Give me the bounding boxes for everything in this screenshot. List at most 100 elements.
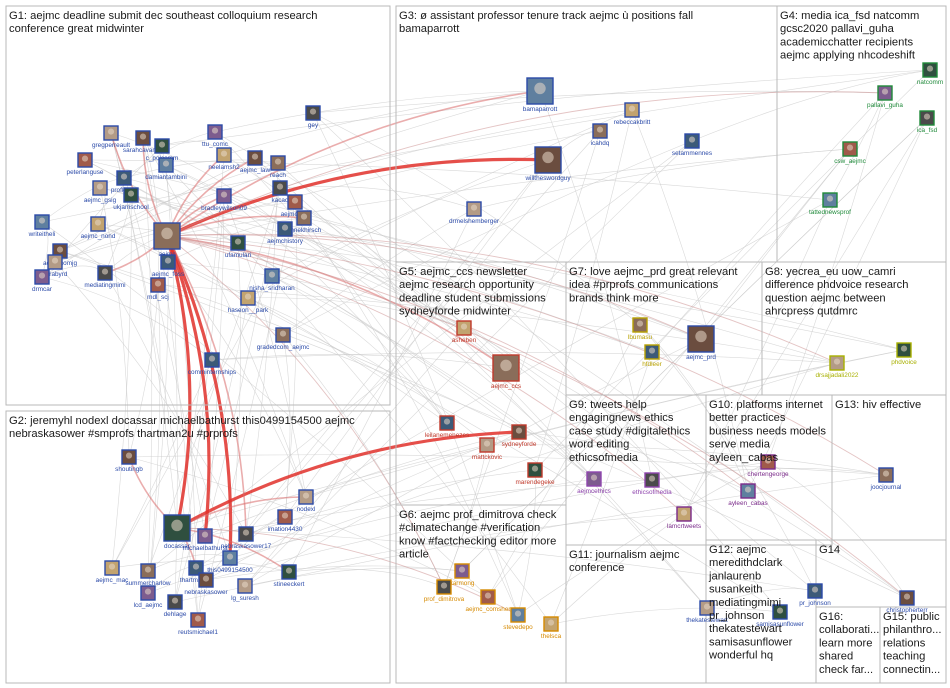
node-thekatestewart[interactable]: thekatestewart: [686, 600, 728, 624]
node-csw_aejmc[interactable]: csw_aejmc: [834, 141, 867, 165]
node-karmong[interactable]: karmong: [450, 563, 475, 587]
node-tattednewsprof[interactable]: tattednewsprof: [809, 192, 851, 216]
node-peterlanguse[interactable]: peterlanguse: [67, 152, 104, 176]
node-aejmcethics[interactable]: aejmcethics: [577, 471, 611, 495]
node-hfdleer[interactable]: hfdleer: [642, 344, 663, 368]
node-bamaparrott[interactable]: bamaparrott: [523, 77, 558, 113]
node-sarahcavanah[interactable]: sarahcavanah: [123, 130, 164, 154]
background-link: [128, 284, 159, 458]
node-setammennes[interactable]: setammennes: [672, 133, 712, 157]
node-chertengeorge[interactable]: chertengeorge: [747, 454, 789, 478]
node-writeitheli[interactable]: writeitheli: [28, 214, 56, 238]
node-ufamulari[interactable]: ufamulari: [225, 235, 251, 259]
node-aejmc_nond[interactable]: aejmc_nond: [81, 216, 116, 240]
node-haseon__park[interactable]: haseon__park: [228, 290, 269, 314]
node-dehlage[interactable]: dehlage: [164, 594, 187, 618]
node-drmelshemberger[interactable]: drmelshemberger: [449, 201, 500, 225]
node-drmcar[interactable]: drmcar: [32, 269, 53, 293]
node-reach[interactable]: reach: [270, 155, 286, 179]
node-docassar[interactable]: docassar: [163, 514, 191, 550]
group-box-g1: [5, 5, 391, 406]
node-annekhirsch[interactable]: annekhirsch: [287, 210, 322, 234]
node-avatar-face: [302, 492, 310, 499]
node-aejmcctec[interactable]: aejmcctec: [281, 194, 311, 218]
node-thelsca[interactable]: thelsca: [541, 616, 562, 640]
node-asheben[interactable]: asheben: [452, 320, 477, 344]
node-lcd_aejmc[interactable]: lcd_aejmc: [134, 585, 164, 609]
node-pr_johnson[interactable]: pr_johnson: [799, 583, 831, 607]
node-willtheswordguy[interactable]: willtheswordguy: [524, 146, 571, 182]
node-kacad[interactable]: kacad: [271, 180, 289, 204]
node-aejmc_comsher[interactable]: aejmc_comsher: [465, 589, 511, 613]
node-marendegeke[interactable]: marendegeke: [515, 462, 555, 486]
node-sydneyforde[interactable]: sydneyforde: [502, 424, 537, 448]
node-this0499154500[interactable]: this0499154500: [207, 550, 253, 574]
node-gey[interactable]: gey: [305, 105, 321, 129]
node-gregperreault[interactable]: gregperreault: [92, 125, 130, 149]
background-link: [223, 195, 448, 424]
node-mediatingmimi[interactable]: mediatingmimi: [84, 265, 126, 289]
node-shoutingb[interactable]: shoutingb: [115, 449, 143, 473]
node-aejmc_foss[interactable]: aejmc_foss: [152, 254, 184, 278]
node-gradedcom_aejmc[interactable]: gradedcom_aejmc: [257, 327, 310, 351]
node-aejmc_ccs[interactable]: aejmc_ccs: [491, 354, 521, 390]
node-aejmc_prd[interactable]: aejmc_prd: [686, 325, 716, 361]
node-label: lamcrtweets: [667, 523, 701, 530]
node-nebraskasower[interactable]: nebraskasower: [184, 572, 229, 596]
node-label: gey: [308, 122, 319, 129]
node-nodexl[interactable]: nodexl: [297, 489, 316, 513]
node-michaelbathurst[interactable]: michaelbathurst: [182, 528, 228, 552]
node-damiantambini[interactable]: damiantambini: [145, 157, 187, 181]
node-comminternships[interactable]: comminternships: [188, 352, 236, 376]
node-avatar-face: [244, 293, 252, 300]
node-samisasunflower[interactable]: samisasunflower: [756, 604, 805, 628]
node-aejmchistory[interactable]: aejmchistory: [267, 221, 304, 245]
node-reutsmichael1[interactable]: reutsmichael1: [178, 612, 218, 636]
node-ica_fsd[interactable]: ica_fsd: [917, 110, 938, 134]
node-pallavi_guha[interactable]: pallavi_guha: [867, 85, 903, 109]
node-nebraskasower17[interactable]: nebraskasower17: [221, 526, 272, 550]
node-avatar-face: [208, 355, 216, 362]
node-aejmc_law[interactable]: aejmc_law: [240, 150, 271, 174]
node-stevedepo[interactable]: stevedepo: [503, 607, 533, 631]
node-icahdq[interactable]: icahdq: [591, 123, 610, 147]
node-aejmc_mac[interactable]: aejmc_mac: [96, 560, 129, 584]
node-label: christopherterr: [886, 607, 928, 614]
node-nisha_sridharan[interactable]: nisha_sridharan: [249, 268, 295, 292]
node-neelamsh2[interactable]: neelamsh2: [208, 147, 240, 171]
node-joocjournal[interactable]: joocjournal: [870, 467, 902, 491]
node-phdvoice[interactable]: phdvoice: [891, 342, 917, 366]
node-drsajjadali2022[interactable]: drsajjadali2022: [816, 355, 859, 379]
node-mattckovic[interactable]: mattckovic: [472, 437, 503, 461]
node-ethicsofmedia[interactable]: ethicsofmedia: [632, 472, 672, 496]
node-ayleen_cabas[interactable]: ayleen_cabas: [728, 483, 768, 507]
node-natcomm[interactable]: natcomm: [917, 62, 943, 86]
edge-lamcrtweets-aejmc: [166, 235, 685, 515]
node-avatar-face: [144, 588, 152, 595]
node-stineeckert[interactable]: stineeckert: [274, 564, 305, 588]
node-lbumasu[interactable]: lbumasu: [628, 317, 653, 341]
node-ukjamschool[interactable]: ukjamschool: [113, 187, 149, 211]
node-avatar-face: [51, 257, 59, 264]
node-aejmc_gsig[interactable]: aejmc_gsig: [84, 180, 117, 204]
edge-aejmc_ccs-aejmc: [166, 235, 507, 369]
node-lamcrtweets[interactable]: lamcrtweets: [667, 506, 701, 530]
node-avatar-face: [531, 465, 539, 472]
node-prof_dimitrova[interactable]: prof_dimitrova: [424, 579, 465, 603]
background-link: [303, 217, 702, 340]
group-title-g6: G6: aejmc prof_dimitrova check#climatech…: [399, 509, 557, 561]
node-imation4430[interactable]: imation4430: [268, 509, 303, 533]
node-leilanemenezes[interactable]: leilanemenezes: [425, 415, 469, 439]
node-lg_suresh[interactable]: lg_suresh: [231, 578, 259, 602]
node-avatar-face: [291, 197, 299, 204]
node-thartman2u[interactable]: thartman2u: [180, 560, 213, 584]
node-christopherterr[interactable]: christopherterr: [886, 590, 928, 614]
node-avatar-face: [281, 512, 289, 519]
node-mdl_scj[interactable]: mdl_scj: [147, 277, 169, 301]
node-carabyrd[interactable]: carabyrd: [43, 254, 68, 278]
node-bradleywilson09[interactable]: bradleywilson09: [201, 188, 247, 212]
node-summercharlow[interactable]: summercharlow: [125, 563, 171, 587]
node-ttu_comc[interactable]: ttu_comc: [202, 124, 229, 148]
node-rebeccakbritt[interactable]: rebeccakbritt: [614, 102, 651, 126]
